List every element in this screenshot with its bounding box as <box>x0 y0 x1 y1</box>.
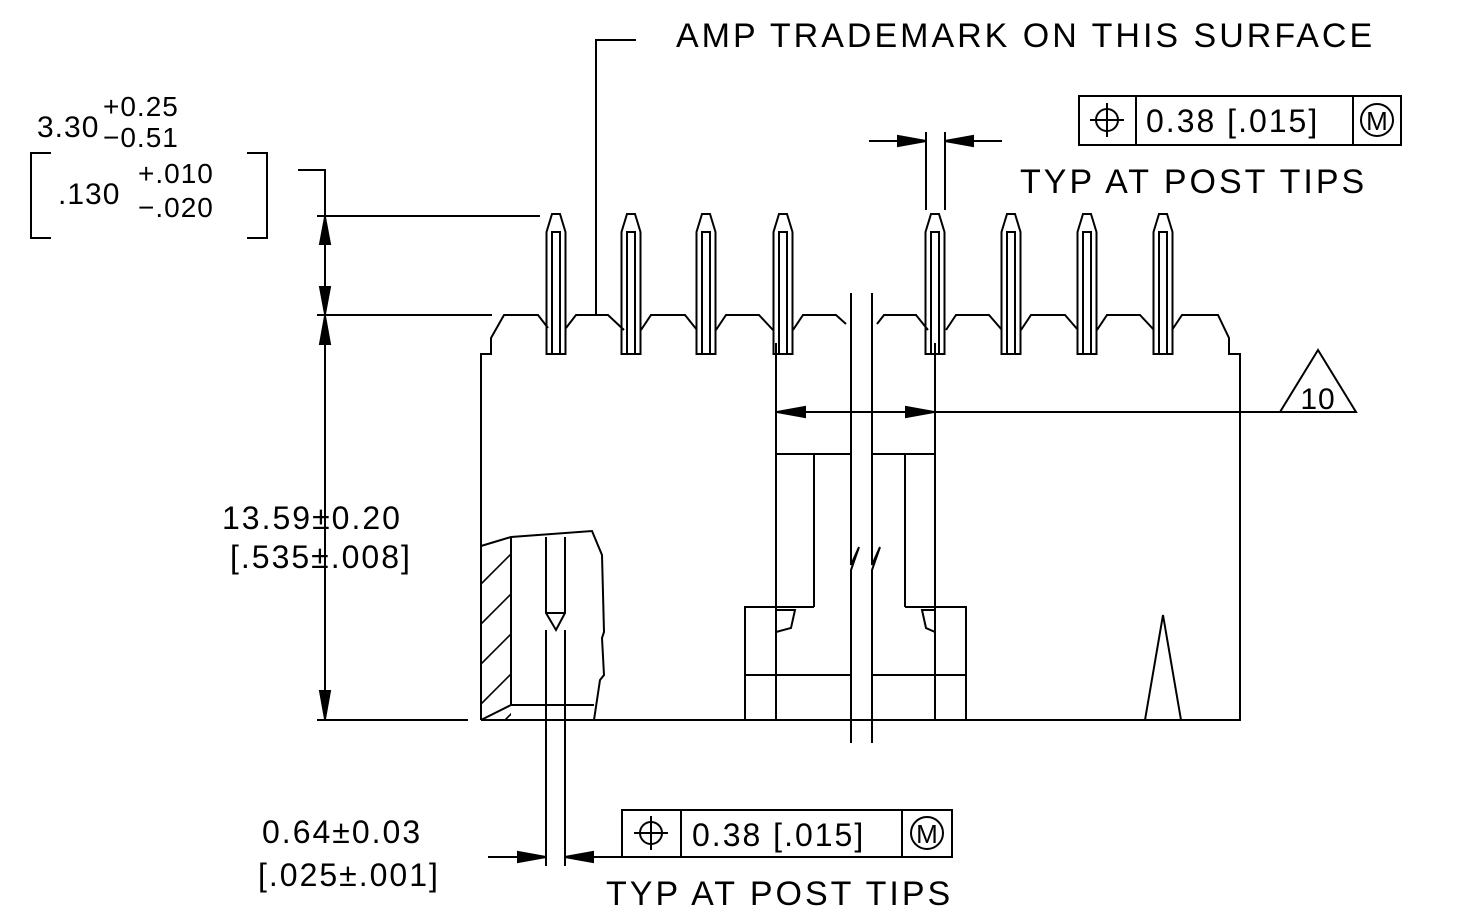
flag-note-number: 10 <box>1300 383 1335 416</box>
pin-inner-line <box>930 231 940 354</box>
pin-inner-line <box>778 231 788 354</box>
post-height-metric-plus: +0.25 <box>103 91 179 122</box>
housing-height-metric: 13.59±0.20 <box>222 500 402 536</box>
bottom-post-width-dimension <box>488 630 622 866</box>
post-height-metric-nominal: 3.30 <box>37 111 99 144</box>
opening-width-dimension <box>776 405 1280 419</box>
flag-note-10: 10 <box>1278 348 1358 416</box>
pin-inner-line <box>626 231 636 354</box>
typ-note-bottom: TYP AT POST TIPS <box>606 875 953 913</box>
position-icon-bottom <box>634 816 668 850</box>
pin-outline <box>772 213 794 355</box>
pin-3 <box>695 213 717 355</box>
housing-body <box>480 314 1241 721</box>
pin-outline <box>545 213 567 355</box>
pin-outline <box>1000 213 1022 355</box>
post-height-dimension <box>298 169 540 316</box>
tolerance-frame-bottom: 0.38 [.015] M <box>621 809 953 858</box>
pin-2 <box>620 213 642 355</box>
pin-outline <box>695 213 717 355</box>
mmc-modifier-icon-top: M <box>1360 103 1394 137</box>
pin-1 <box>545 213 567 355</box>
pin-outline <box>924 213 946 355</box>
center-cavity <box>744 343 967 720</box>
pin-inner-line <box>551 231 561 354</box>
pin-4 <box>772 213 794 355</box>
post-height-imperial-plus: +.010 <box>138 158 214 189</box>
post-height-imperial-minus: −.020 <box>138 192 214 223</box>
pin-6 <box>1000 213 1022 355</box>
tolerance-value-bottom: 0.38 [.015] <box>692 817 865 853</box>
top-post-width-dimension <box>869 132 1002 210</box>
pin-outline <box>1076 213 1098 355</box>
svg-text:M: M <box>1366 106 1388 136</box>
pin-inner-line <box>701 231 711 354</box>
post-height-imperial-nominal: .130 <box>58 178 120 211</box>
trademark-leader <box>595 39 636 315</box>
pin-5 <box>924 213 946 355</box>
mmc-modifier-icon-bottom: M <box>910 816 944 850</box>
position-icon <box>1090 103 1124 137</box>
pin-outline <box>620 213 642 355</box>
housing-height-dimension <box>317 315 468 721</box>
pin-8 <box>1152 213 1174 355</box>
trademark-note: AMP TRADEMARK ON THIS SURFACE <box>676 17 1375 55</box>
pins-group <box>545 213 1174 355</box>
pin-inner-line <box>1006 231 1016 354</box>
post-height-metric-minus: −0.51 <box>103 122 179 153</box>
pin-7 <box>1076 213 1098 355</box>
break-lines <box>850 293 881 743</box>
typ-note-top: TYP AT POST TIPS <box>1020 163 1367 201</box>
post-width-imperial: [.025±.001] <box>258 857 440 893</box>
pin-inner-line <box>1082 231 1092 354</box>
tolerance-value-top: 0.38 [.015] <box>1146 103 1319 139</box>
left-section <box>480 529 606 721</box>
tolerance-frame-top: 0.38 [.015] M <box>1078 95 1402 146</box>
svg-text:M: M <box>916 819 938 849</box>
polarization-key <box>1143 614 1183 721</box>
post-height-label: 3.30 +0.25 −0.51 .130 +.010 −.020 <box>30 91 268 239</box>
pin-inner-line <box>1158 231 1168 354</box>
housing-height-imperial: [.535±.008] <box>230 539 412 575</box>
post-width-metric: 0.64±0.03 <box>262 814 422 850</box>
section-hatch <box>481 544 511 720</box>
pin-outline <box>1152 213 1174 355</box>
